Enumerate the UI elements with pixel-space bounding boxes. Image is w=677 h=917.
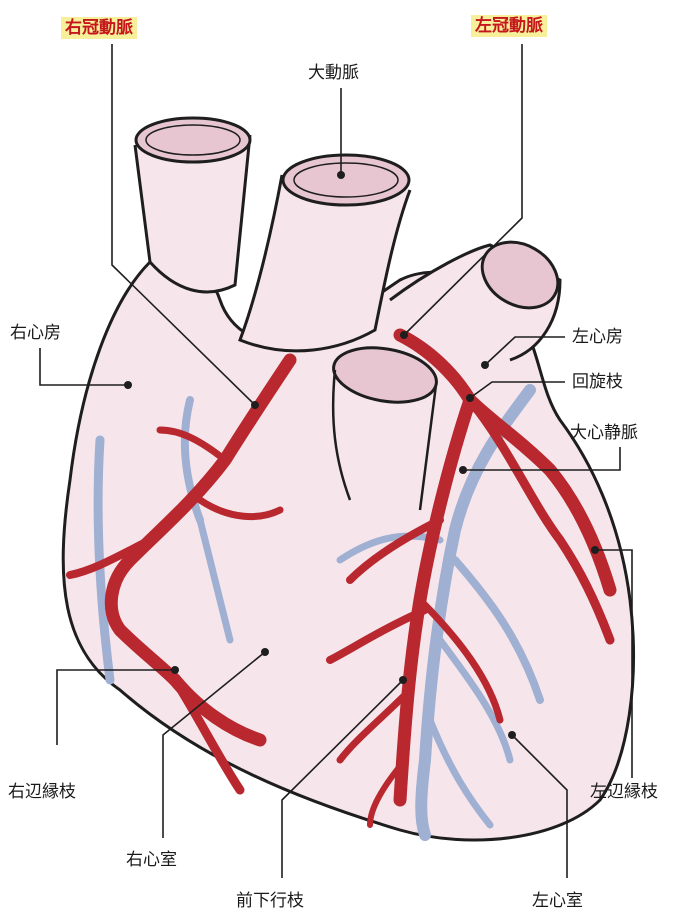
dot-right-ventricle [261,648,269,656]
dot-right-coronary [251,401,259,409]
label-circumflex-branch: 回旋枝 [572,372,623,392]
dot-aorta [337,171,345,179]
dot-right-marginal [171,666,179,674]
label-great-cardiac-vein: 大心静脈 [570,423,638,443]
label-anterior-descending-branch: 前下行枝 [236,891,304,911]
dot-great-cardiac-vein [459,466,467,474]
dot-anterior-descending [399,676,407,684]
label-left-marginal-branch: 左辺縁枝 [590,782,658,802]
label-right-ventricle: 右心室 [126,850,177,870]
dot-left-ventricle [508,731,516,739]
dot-left-atrium [481,361,489,369]
label-right-coronary-artery: 右冠動脈 [61,17,137,39]
label-right-atrium: 右心房 [10,323,61,343]
dot-right-atrium [124,381,132,389]
label-right-marginal-branch: 右辺縁枝 [8,782,76,802]
label-left-atrium: 左心房 [572,327,623,347]
dot-left-marginal [591,546,599,554]
dot-left-coronary [400,331,408,339]
label-aorta: 大動脈 [308,63,359,83]
label-left-ventricle: 左心室 [532,891,583,911]
dot-circumflex [466,394,474,402]
label-left-coronary-artery: 左冠動脈 [471,15,547,37]
